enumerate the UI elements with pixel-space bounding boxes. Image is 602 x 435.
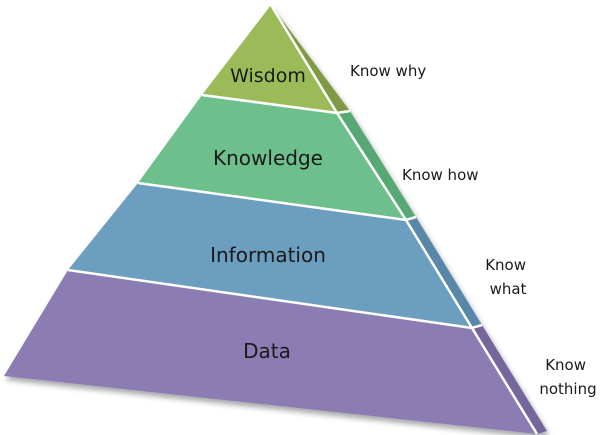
pyramid-level-data <box>4 270 547 434</box>
side-label-line: Know <box>485 256 526 274</box>
side-label-line: nothing <box>539 380 596 398</box>
level-side-face <box>337 111 416 220</box>
level-label-knowledge: Knowledge <box>213 146 323 170</box>
pyramid-level-knowledge <box>138 95 416 220</box>
side-label-line: Know why <box>350 62 426 80</box>
side-label-line: Know <box>545 356 586 374</box>
pyramid-level-wisdom <box>202 5 350 113</box>
pyramid-edges <box>67 4 539 435</box>
level-front-face <box>68 183 472 328</box>
level-label-information: Information <box>210 243 326 267</box>
side-label-know-nothing: Know nothing <box>539 356 596 398</box>
level-front-face <box>4 270 537 434</box>
level-front-face <box>138 95 406 220</box>
level-front-face <box>202 5 337 113</box>
side-label-know-how: Know how <box>402 166 479 184</box>
level-side-face <box>271 5 350 113</box>
side-label-line: what <box>490 280 527 298</box>
level-side-face <box>406 217 482 328</box>
pyramid-level-information <box>68 183 482 328</box>
side-label-line: Know how <box>402 166 479 184</box>
side-label-know-what: Know what <box>485 256 531 298</box>
side-label-know-why: Know why <box>350 62 426 80</box>
level-side-face <box>472 325 547 434</box>
level-label-data: Data <box>243 339 291 363</box>
level-label-wisdom: Wisdom <box>230 65 306 87</box>
